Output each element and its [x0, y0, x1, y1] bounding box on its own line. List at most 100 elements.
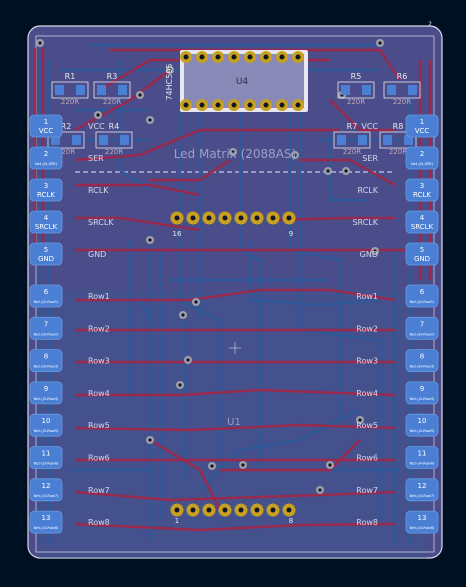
via-hole — [344, 169, 348, 173]
top-trace — [74, 522, 396, 532]
matrix-pin-hole — [190, 215, 196, 221]
connector-pad[interactable] — [405, 446, 439, 469]
connector-pad[interactable] — [405, 284, 439, 308]
connector-pad[interactable] — [29, 210, 63, 234]
via-hole — [293, 153, 297, 157]
connector-pad[interactable] — [405, 210, 439, 234]
matrix-pin-hole — [206, 215, 212, 221]
connector-pad[interactable] — [29, 381, 63, 405]
matrix-pin-hole — [286, 507, 292, 513]
header-bottom-last: 8 — [289, 517, 293, 525]
connector-pad[interactable] — [405, 478, 439, 502]
connector-pin-number: 11 — [42, 450, 51, 458]
connector-pad[interactable] — [29, 284, 63, 308]
connector-pad[interactable] — [29, 146, 63, 170]
ic-pin-hole — [231, 54, 237, 60]
resistor-ref: R1 — [65, 72, 76, 81]
connector-pin-number: 12 — [42, 482, 51, 490]
ic-pin-hole — [247, 102, 253, 108]
resistor-pad — [99, 135, 108, 145]
connector-pin-number: 8 — [44, 353, 48, 361]
matrix-pin-hole — [174, 215, 180, 221]
net-label: Row6 — [356, 454, 378, 463]
connector-pin-number: 6 — [44, 288, 49, 296]
connector-pad[interactable] — [405, 413, 439, 437]
top-trace — [269, 216, 395, 222]
connector-pad[interactable] — [405, 146, 439, 170]
connector-pin-label: Net-(J3-Row4) — [34, 397, 59, 401]
connector-pad[interactable] — [29, 114, 63, 138]
connector-pad[interactable] — [29, 413, 63, 437]
net-label: Row8 — [356, 518, 378, 527]
connector-pad[interactable] — [29, 316, 63, 340]
connector-pad[interactable] — [405, 178, 439, 202]
connector-pad[interactable] — [405, 316, 439, 340]
connector-pad[interactable] — [29, 446, 63, 469]
connector-pad[interactable] — [29, 349, 63, 373]
connector-pad[interactable] — [405, 242, 439, 266]
connector-pin-label: Net-(J4-Row2) — [410, 332, 435, 336]
connector-pad[interactable] — [29, 178, 63, 202]
ic-pin-hole — [199, 102, 205, 108]
net-label: RCLK — [88, 186, 109, 195]
top-trace — [74, 69, 171, 132]
connector-pad[interactable] — [29, 242, 63, 266]
connector-pad[interactable] — [29, 478, 63, 502]
via-hole — [38, 41, 42, 45]
connector-pad[interactable] — [405, 349, 439, 373]
header-top-last: 9 — [289, 230, 293, 238]
connector-pin-number: 3 — [420, 182, 424, 190]
via-hole — [194, 300, 198, 304]
top-trace — [149, 438, 222, 511]
resistor-pad — [337, 135, 346, 145]
connector-pad[interactable] — [405, 381, 439, 405]
connector-pad[interactable] — [405, 510, 439, 534]
connector-pad[interactable] — [29, 510, 63, 534]
connector-pad[interactable] — [405, 114, 439, 138]
ic-pin-hole — [279, 102, 285, 108]
resistor-ref: R7 — [347, 122, 358, 131]
resistor-outline — [383, 81, 421, 99]
resistor-pad — [408, 85, 417, 95]
resistor-outline — [337, 81, 375, 99]
ic-value: 74HC595 — [165, 63, 174, 100]
